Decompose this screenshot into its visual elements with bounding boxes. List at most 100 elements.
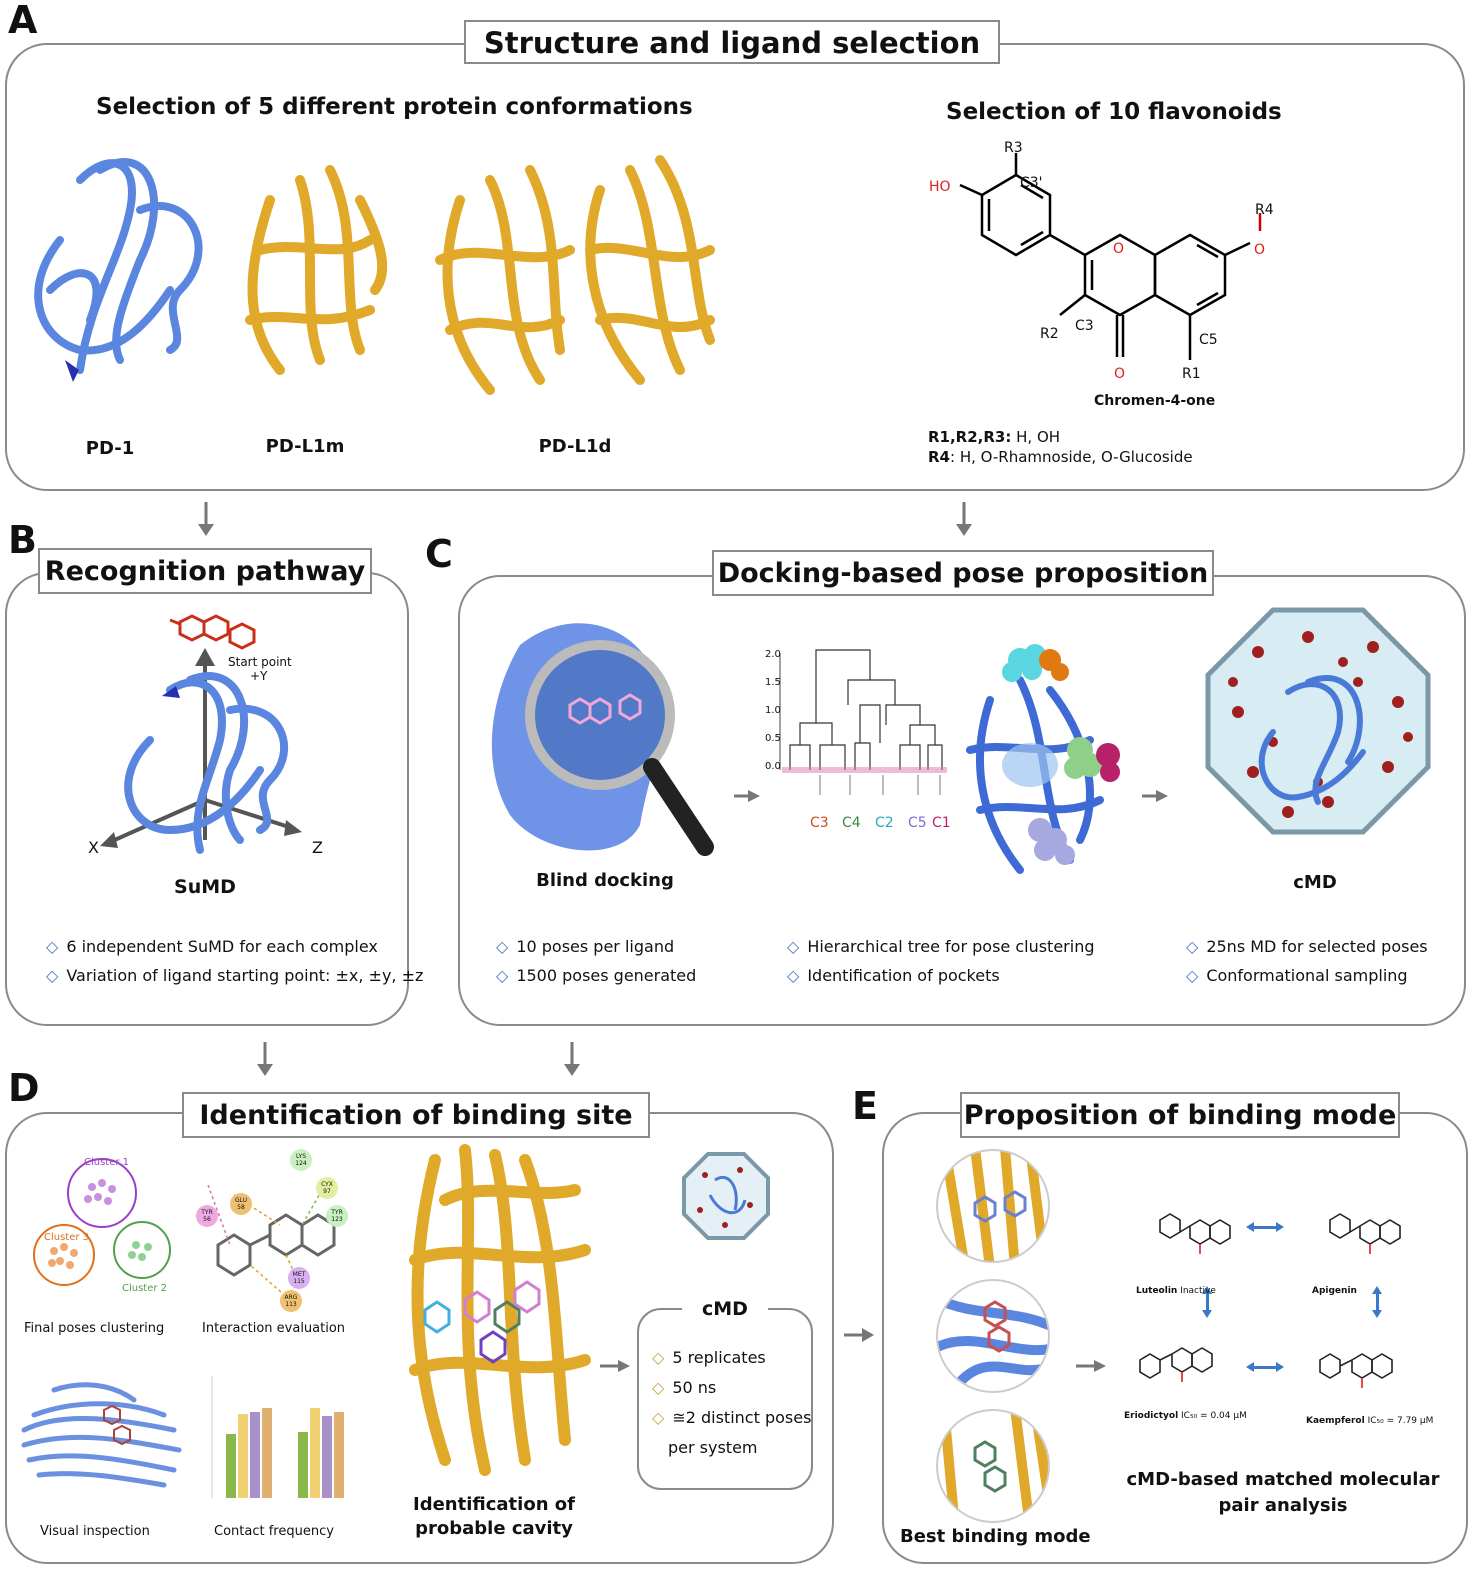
axis-y-icon: [195, 648, 215, 840]
cavity-label-1: Identification of: [413, 1494, 575, 1515]
eriodictyol-structure: [1139, 1347, 1213, 1382]
dendrogram: [779, 649, 947, 795]
sumd-label: SuMD: [174, 876, 236, 898]
diamond-icon: ◇: [496, 937, 509, 956]
start-axis-label: +Y: [250, 669, 268, 683]
cluster-illustration: [33, 1158, 171, 1286]
panel-c-bullet-3: ◇ Hierarchical tree for pose clustering: [787, 937, 1094, 956]
tick-1-0: 1.0: [765, 705, 781, 716]
panel-b-bullet-2: ◇Variation of ligand starting point: ±x,…: [46, 966, 423, 985]
pocket-orange: [1039, 649, 1069, 681]
cmd-bullet-2: ◇50 ns: [652, 1378, 716, 1397]
arrow-c-to-d: [564, 1042, 580, 1076]
visual-inspection-illustration: [21, 1382, 182, 1488]
cluster-c5-label: C5: [908, 815, 927, 831]
pocket-protein: [966, 644, 1120, 874]
diamond-icon: ◇: [1186, 937, 1199, 956]
diamond-icon: ◇: [652, 1348, 665, 1367]
cluster-c2-label: C2: [875, 815, 894, 831]
molecule-name: Chromen-4-one: [1094, 393, 1216, 409]
arrow-a-to-c: [956, 502, 972, 536]
cavity-ligands: [423, 1280, 541, 1364]
atom-c5: C5: [1199, 332, 1218, 348]
pocket-magenta: [1096, 743, 1120, 782]
kaempferol-ic: IC₅₀ = 7.79 μM: [1367, 1416, 1434, 1426]
panel-c-bullet-4-text: Identification of pockets: [807, 966, 1000, 985]
arrow-d-to-e: [844, 1328, 874, 1342]
cmd-bullet-3-cont: per system: [668, 1438, 758, 1457]
panel-d-title: Identification of binding site: [182, 1092, 650, 1138]
best-binding-mode-label: Best binding mode: [900, 1526, 1091, 1547]
cluster-1-label: Cluster 1: [84, 1157, 130, 1168]
legend-r1-r3-val: H, OH: [1011, 428, 1061, 446]
cluster-3-label: Cluster 3: [44, 1232, 90, 1243]
residue-cyx97: CYX 97: [316, 1177, 338, 1199]
diamond-icon: ◇: [652, 1408, 665, 1427]
docked-ligand: [568, 693, 642, 725]
residue-lys124: LYS 124: [290, 1149, 312, 1171]
binding-mode-circles: [936, 1149, 1050, 1523]
atom-c3: C3: [1075, 318, 1094, 334]
arrow-cavity-to-cmd: [600, 1360, 630, 1372]
axis-z-icon: [204, 798, 302, 836]
atom-c3p: C3': [1020, 175, 1043, 191]
sumd-protein-ribbon: [124, 672, 289, 854]
contact-frequency-label: Contact frequency: [214, 1524, 334, 1539]
legend-r4-key: R4: [928, 448, 950, 466]
eriodictyol-name: Eriodictyol: [1124, 1411, 1179, 1421]
legend-r4-val: : H, O-Rhamnoside, O-Glucoside: [950, 448, 1193, 466]
cmd-summary-title: cMD: [682, 1294, 768, 1326]
water-molecules: [1228, 631, 1413, 818]
diamond-icon: ◇: [787, 966, 800, 985]
pdl1m-ribbon: [245, 165, 388, 375]
contact-frequency-chart: [211, 1376, 344, 1498]
panel-d-letter: D: [8, 1066, 40, 1110]
kaempferol-label: Kaempferol IC₅₀ = 7.79 μM: [1306, 1416, 1433, 1426]
panel-c-bullet-4: ◇ Identification of pockets: [787, 966, 1000, 985]
cluster-2-label: Cluster 2: [122, 1283, 168, 1294]
arrow-b-to-d: [257, 1042, 273, 1076]
cmd-summary-box: [637, 1308, 813, 1490]
eriodictyol-ic: IC₅₀ = 0.04 μM: [1181, 1411, 1247, 1421]
residue-arg113: ARG 113: [280, 1290, 302, 1312]
legend-r1-r3: R1,R2,R3: H, OH: [928, 428, 1060, 446]
sumd-illustration: [100, 614, 302, 854]
protein-ribbons-a: [34, 155, 715, 395]
luteolin-label: Luteolin Inactive: [1136, 1286, 1216, 1296]
pdl1d-ribbon: [435, 155, 715, 395]
final-poses-clustering-label: Final poses clustering: [24, 1321, 165, 1336]
panel-c-bullet-2: ◇1500 poses generated: [496, 966, 696, 985]
tick-1-5: 1.5: [765, 677, 781, 688]
axis-x-icon: [100, 798, 206, 848]
panel-c-bullet-5: ◇ 25ns MD for selected poses: [1186, 937, 1428, 956]
kaempferol-name: Kaempferol: [1306, 1416, 1365, 1426]
panel-a-letter: A: [8, 0, 38, 42]
panel-c-bullet-5-text: 25ns MD for selected poses: [1206, 937, 1428, 956]
axis-z-label: Z: [312, 838, 323, 857]
pocket-cyan: [1002, 644, 1046, 682]
diamond-icon: ◇: [496, 966, 509, 985]
cmd-bullet-2-text: 50 ns: [672, 1378, 717, 1397]
pocket-green: [1064, 737, 1102, 779]
cavity-protein: [409, 1144, 591, 1476]
atom-r1: R1: [1182, 366, 1201, 382]
cluster-c4-label: C4: [842, 815, 861, 831]
eriodictyol-label: Eriodictyol IC₅₀ = 0.04 μM: [1124, 1411, 1247, 1421]
tick-0-0: 0.0: [765, 761, 781, 772]
panel-b-title: Recognition pathway: [38, 548, 372, 594]
visual-inspection-label: Visual inspection: [40, 1524, 150, 1539]
panel-a-subtitle-right: Selection of 10 flavonoids: [946, 99, 1282, 125]
panel-a: [5, 43, 1465, 491]
pocket-highlight: [1002, 743, 1058, 787]
luteolin-name: Luteolin: [1136, 1286, 1178, 1296]
chromen-structure: [959, 153, 1262, 360]
interaction-diagram: [207, 1184, 336, 1301]
panel-c-bullet-3-text: Hierarchical tree for pose clustering: [807, 937, 1095, 956]
cluster-c3-label: C3: [810, 815, 829, 831]
label-pdl1d: PD-L1d: [538, 436, 612, 457]
cavity-label-2: probable cavity: [415, 1518, 573, 1539]
panel-e-title: Proposition of binding mode: [960, 1092, 1400, 1138]
cmd-protein-ribbon: [1258, 675, 1366, 805]
diamond-icon: ◇: [787, 937, 800, 956]
magnifier-lens: [525, 640, 675, 790]
